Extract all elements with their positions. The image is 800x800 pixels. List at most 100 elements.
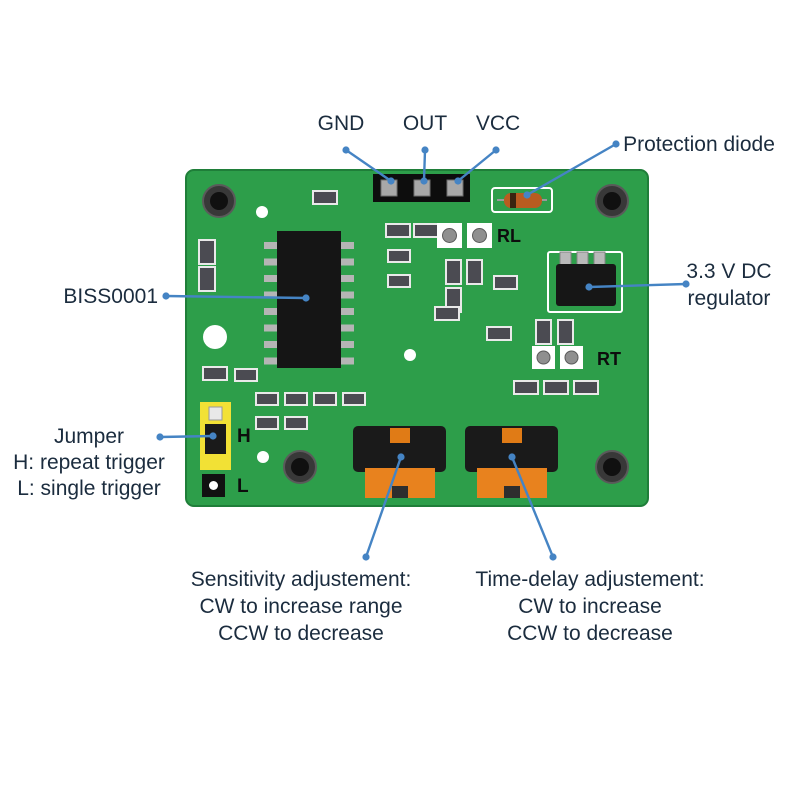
board-label-h: H: [237, 426, 251, 447]
label-protection-diode: Protection diode: [623, 133, 775, 156]
callout-dot: [549, 553, 557, 561]
callout-dot: [585, 283, 593, 291]
callout-dot: [523, 191, 531, 199]
smd-resistor: [486, 326, 512, 341]
callout-dot: [420, 177, 428, 185]
rt-pad-hole: [536, 350, 551, 365]
chip-pin: [264, 242, 278, 249]
smd-resistor: [342, 392, 366, 406]
pot-screw: [502, 428, 522, 443]
mounting-hole-center: [603, 192, 621, 210]
callout-line: [345, 149, 392, 182]
chip-pin: [264, 324, 278, 332]
smd-resistor: [573, 380, 599, 395]
chip-pin: [340, 242, 354, 249]
callout-dot: [421, 146, 429, 154]
chip-pin: [264, 275, 278, 282]
smd-resistor: [284, 392, 308, 406]
callout-dot: [454, 177, 462, 185]
protection-diode: [491, 187, 553, 213]
label-biss0001: BISS0001: [63, 285, 158, 308]
diode-band: [510, 193, 516, 208]
smd-resistor: [557, 319, 574, 345]
callout-line: [165, 294, 307, 300]
chip-pin: [264, 341, 278, 348]
time-delay-pot: [465, 426, 558, 498]
label-jumper: Jumper H: repeat trigger L: single trigg…: [13, 425, 165, 500]
chip-pin: [264, 291, 278, 299]
callout-line: [422, 149, 427, 182]
jumper-cap: [205, 424, 226, 454]
smd-resistor: [493, 275, 518, 290]
callout-dot: [342, 146, 350, 154]
chip-pin: [264, 258, 278, 266]
via-hole: [256, 206, 268, 218]
label-vcc: VCC: [475, 112, 521, 135]
smd-resistor: [513, 380, 539, 395]
pot-body: [465, 426, 558, 472]
smd-resistor: [387, 249, 411, 263]
callout-dot: [387, 177, 395, 185]
board-label-rl: RL: [497, 226, 521, 246]
smd-resistor: [385, 223, 411, 238]
voltage-regulator: [547, 251, 623, 313]
label-gnd: GND: [317, 112, 365, 135]
smd-resistor: [312, 190, 338, 205]
label-sensitivity: Sensitivity adjustement: CW to increase …: [190, 568, 412, 645]
callout-dot: [508, 453, 516, 461]
regulator-leg: [559, 251, 572, 266]
smd-resistor: [445, 259, 462, 285]
via-hole: [404, 349, 416, 361]
callout-dot: [302, 294, 310, 302]
rt-pad-hole: [564, 350, 579, 365]
callout-line: [588, 282, 687, 289]
board-label-l: L: [237, 476, 249, 497]
mounting-hole-bottom-left: [283, 450, 317, 484]
jumper-pin-h: [208, 406, 223, 421]
jumper-pad-l-hole: [209, 481, 218, 490]
sensitivity-pot: [353, 426, 446, 498]
rl-pads: [437, 223, 492, 248]
chip-pin: [340, 357, 354, 365]
via-hole: [257, 451, 269, 463]
mounting-hole-top-left: [202, 184, 236, 218]
label-out: OUT: [402, 112, 448, 135]
mounting-hole-center: [603, 458, 621, 476]
chip-pin: [264, 308, 278, 315]
chip-pins: [264, 242, 354, 365]
callout-dot: [612, 140, 620, 148]
chip-pin: [340, 275, 354, 282]
smd-resistor: [387, 274, 411, 288]
via-hole: [203, 325, 227, 349]
regulator-leg: [576, 251, 589, 266]
rt-pads: [532, 346, 583, 369]
chip-pin: [340, 324, 354, 332]
smd-resistor: [535, 319, 552, 345]
smd-resistor: [313, 392, 337, 406]
smd-resistor: [198, 266, 216, 292]
pot-screw: [390, 428, 410, 443]
callout-line: [457, 149, 497, 182]
mounting-hole-bottom-right: [595, 450, 629, 484]
callout-line: [159, 434, 214, 439]
smd-resistor: [413, 223, 439, 238]
mounting-hole-top-right: [595, 184, 629, 218]
smd-resistor: [543, 380, 569, 395]
smd-resistor: [255, 392, 279, 406]
smd-resistor: [198, 239, 216, 265]
callout-dot: [162, 292, 170, 300]
callout-dot: [492, 146, 500, 154]
label-regulator: 3.3 V DC regulator: [686, 260, 772, 310]
label-time-delay: Time-delay adjustement: CW to increase C…: [475, 568, 705, 645]
pot-notch: [504, 486, 520, 498]
regulator-leg: [593, 251, 606, 266]
smd-resistor: [434, 306, 460, 321]
chip-pin: [340, 291, 354, 299]
board-label-rt: RT: [597, 349, 621, 369]
callout-dot: [156, 433, 164, 441]
pot-body: [353, 426, 446, 472]
smd-resistor: [466, 259, 483, 285]
mounting-hole-center: [291, 458, 309, 476]
